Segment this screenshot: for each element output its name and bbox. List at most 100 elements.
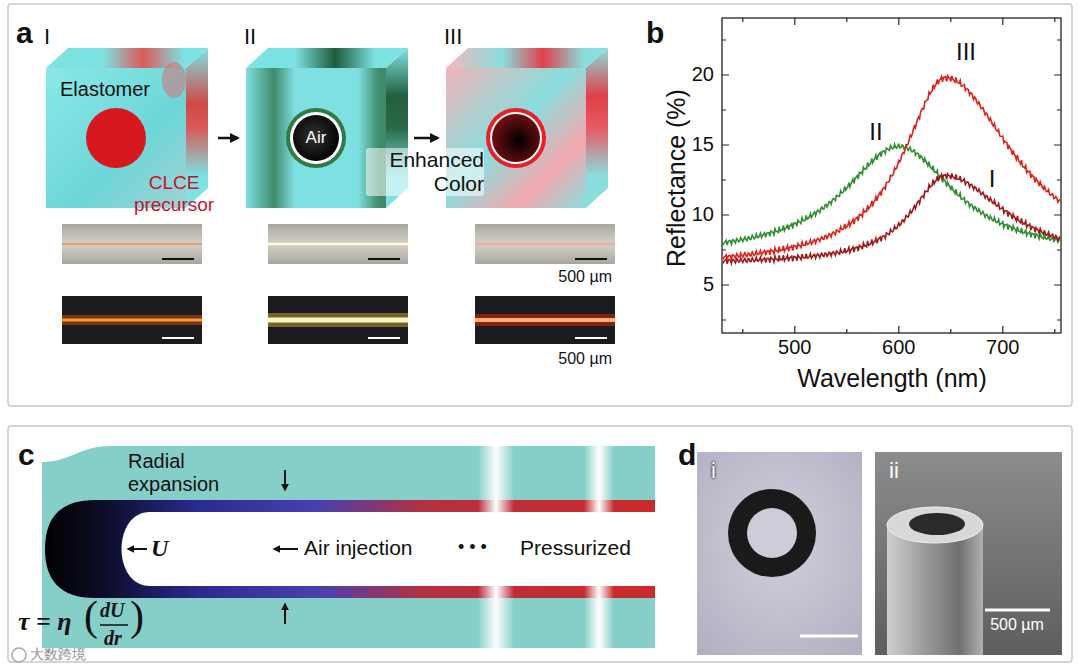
annotation: Air injection — [304, 536, 413, 560]
material-label: Elastomer — [60, 78, 150, 101]
cube-illustration — [46, 48, 208, 68]
curve-label: I — [989, 165, 996, 193]
fiber-drawing-schematic — [128, 548, 147, 550]
fiber-drawing-schematic — [274, 548, 298, 550]
sem-image — [985, 609, 1050, 612]
panel-letter: c — [18, 438, 35, 473]
sem-image — [875, 452, 1062, 655]
panel-letter: a — [16, 16, 33, 51]
schematic-cube: IIIEnhanced Color — [440, 28, 612, 218]
schematic-cube: IElastomerCLCE precursor — [40, 28, 216, 218]
photo-fiber-cross-section — [697, 452, 862, 655]
sem-image — [887, 507, 983, 543]
material-label: Air — [306, 128, 327, 148]
spectrum-plot — [723, 174, 1060, 264]
panel-letter: b — [646, 16, 664, 51]
darkfield-photo — [475, 314, 615, 326]
sem-image — [909, 513, 965, 535]
panel-frame — [8, 426, 1072, 662]
sub-panel-label: i — [711, 458, 716, 483]
fiber-drawing-schematic — [284, 470, 286, 490]
fiber-drawing-schematic — [12, 440, 655, 662]
tick-label: 15 — [692, 133, 714, 156]
equation-part: ) — [130, 592, 144, 640]
cube-illustration — [286, 108, 346, 168]
darkfield-photo — [62, 319, 202, 322]
tick-label: 600 — [882, 336, 915, 359]
brightfield-photo — [62, 224, 615, 264]
sem-image — [887, 525, 983, 655]
velocity-symbol: U — [151, 535, 168, 563]
cube-illustration — [246, 48, 408, 68]
cube-illustration — [293, 115, 339, 161]
tick-label: 500 — [778, 336, 811, 359]
darkfield-photo — [62, 296, 615, 344]
spectrum-plot — [722, 18, 1061, 333]
cube-illustration — [446, 48, 608, 68]
cube-illustration — [246, 68, 386, 208]
darkfield-photo — [62, 296, 202, 344]
darkfield-photo — [268, 296, 408, 344]
brightfield-photo — [268, 224, 408, 264]
cube-illustration — [586, 48, 608, 208]
axis-title: Reflectance (%) — [662, 89, 691, 267]
darkfield-photo — [368, 337, 400, 339]
scale-bar-label: 500 µm — [558, 268, 612, 286]
cube-illustration — [290, 112, 342, 164]
equation-part: dU — [100, 599, 124, 622]
equation-part: τ = η — [18, 607, 72, 637]
annotation: Radial expansion — [128, 450, 263, 496]
stage-numeral: II — [244, 24, 256, 49]
cube-illustration — [86, 108, 146, 168]
annotation: Pressurized — [520, 536, 631, 560]
fiber-drawing-schematic — [42, 446, 655, 648]
spectrum-plot — [722, 18, 1061, 333]
tick-label: 20 — [692, 63, 714, 86]
fiber-drawing-schematic — [12, 648, 26, 662]
annotation: Enhanced Color — [366, 148, 484, 196]
photo-fiber-cross-section — [728, 489, 816, 577]
photo-fiber-cross-section — [747, 508, 797, 558]
cube-illustration — [492, 114, 540, 162]
spectrum-plot — [723, 76, 1060, 260]
brightfield-photo — [575, 258, 607, 260]
brightfield-photo — [268, 243, 408, 246]
fiber-drawing-schematic — [45, 500, 655, 598]
spectrum-plot — [722, 18, 1061, 333]
sem-panel: ii500 µm — [875, 452, 1062, 655]
darkfield-photo — [162, 337, 194, 339]
axis-title: Wavelength (nm) — [797, 364, 986, 393]
fiber-drawing-schematic — [284, 604, 286, 624]
panel-frame — [8, 4, 1072, 662]
curve-label: II — [869, 118, 882, 146]
photo-fiber-cross-section — [697, 452, 862, 655]
equation-part: ( — [84, 592, 98, 640]
cube-illustration — [162, 62, 186, 98]
scale-bar-label: 500 µm — [558, 350, 612, 368]
ellipsis-mark: • • • — [458, 537, 487, 558]
stage-numeral: I — [44, 24, 50, 49]
photo-panel: i — [697, 452, 862, 655]
darkfield-photo — [268, 313, 408, 327]
process-arrow — [218, 137, 238, 140]
brightfield-photo — [162, 258, 194, 260]
watermark: 大数跨境 — [30, 646, 86, 662]
tick-label: 700 — [986, 336, 1019, 359]
cube-illustration — [486, 108, 546, 168]
tick-label: 10 — [692, 203, 714, 226]
darkfield-photo — [475, 296, 615, 344]
fiber-drawing-schematic — [100, 624, 128, 626]
curve-label: III — [956, 38, 976, 66]
material-label: CLCE precursor — [132, 172, 216, 216]
brightfield-photo — [368, 258, 400, 260]
brightfield-photo — [62, 243, 202, 245]
sub-panel-label: ii — [889, 458, 899, 483]
panel-frame — [8, 4, 1072, 406]
brightfield-photo — [62, 224, 202, 264]
tick-label: 5 — [703, 273, 714, 296]
darkfield-photo — [62, 315, 202, 325]
cube-illustration — [490, 112, 542, 164]
sem-image — [875, 452, 1062, 655]
